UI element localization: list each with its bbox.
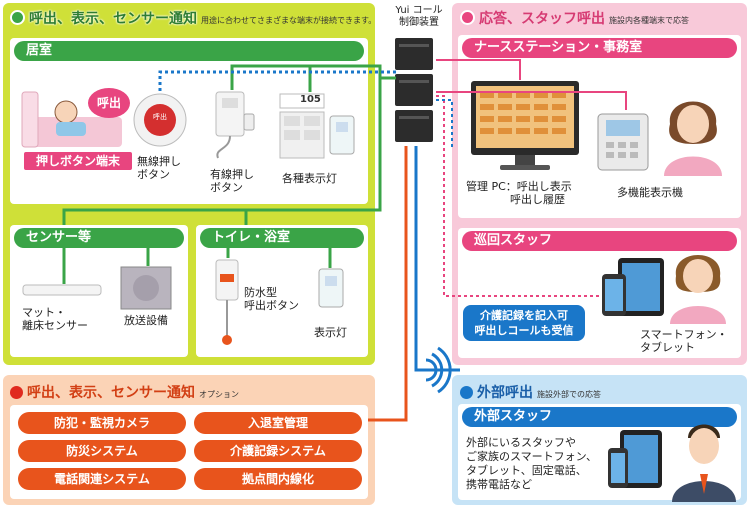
wireless-button-device: 呼出 bbox=[132, 92, 188, 148]
mat-sensor-device bbox=[22, 284, 102, 296]
toilet-lamp-device bbox=[318, 268, 344, 308]
call-bubble: 呼出 bbox=[88, 88, 130, 118]
mat-sensor-label: マット・ 離床センサー bbox=[22, 306, 88, 332]
nurse-staff-illustration bbox=[650, 84, 736, 176]
sensor-title-bar: センサー等 bbox=[14, 228, 184, 248]
multifunction-phone-label: 多機能表示機 bbox=[617, 186, 683, 199]
speaker-device bbox=[120, 266, 172, 310]
svg-text:呼出: 呼出 bbox=[153, 112, 167, 121]
room-number-label: 105 bbox=[300, 94, 321, 105]
option-item: 介護記録システム bbox=[194, 440, 362, 462]
option-item: 拠点間内線化 bbox=[194, 468, 362, 490]
wired-button-label: 有線押し ボタン bbox=[210, 168, 254, 194]
speaker-label: 放送設備 bbox=[124, 314, 168, 327]
multifunction-phone-device bbox=[596, 108, 650, 172]
nurse-title-bar: ナースステーション・事務室 bbox=[462, 38, 737, 58]
option-panel-title: 呼出、表示、センサー通知オプション bbox=[10, 382, 239, 402]
yui-controller-label: Yui コール 制御装置 bbox=[395, 5, 443, 28]
external-title-bar: 外部スタッフ bbox=[462, 407, 737, 427]
pink-dot-icon bbox=[460, 10, 475, 25]
display-lamp-label: 各種表示灯 bbox=[282, 172, 337, 185]
patrol-bubble: 介護記録を記入可 呼出しコールも受信 bbox=[463, 305, 585, 341]
left-panel-title: 呼出、表示、センサー通知用途に合わせてさまざまな端末が接続できます。 bbox=[10, 8, 376, 28]
right-panel-title: 応答、スタッフ呼出施設内各種端末で応答 bbox=[460, 8, 689, 28]
external-panel-title: 外部呼出施設外部での応答 bbox=[460, 382, 601, 402]
red-dot-icon bbox=[10, 386, 23, 399]
option-item: 防災システム bbox=[18, 440, 186, 462]
wired-button-device bbox=[208, 90, 256, 162]
wireless-button-label: 無線押し ボタン bbox=[137, 155, 181, 181]
external-devices bbox=[606, 428, 664, 492]
room-title-bar: 居室 bbox=[14, 41, 364, 61]
push-terminal-label: 押しボタン端末 bbox=[24, 152, 132, 170]
waterproof-button-label: 防水型 呼出ボタン bbox=[244, 286, 299, 312]
toilet-lamp-label: 表示灯 bbox=[314, 326, 347, 339]
smartphone-tablet-label: スマートフォン・ タブレット bbox=[640, 328, 728, 354]
management-pc-label: 管理 PC：呼出し表示 呼出し履歴 bbox=[466, 180, 572, 206]
toilet-title-bar: トイレ・浴室 bbox=[200, 228, 364, 248]
option-item: 電話関連システム bbox=[18, 468, 186, 490]
option-item: 防犯・監視カメラ bbox=[18, 412, 186, 434]
blue-dot-icon bbox=[460, 386, 473, 399]
patrol-staff-illustration bbox=[658, 240, 738, 324]
management-pc-device bbox=[470, 80, 580, 172]
waterproof-button-device bbox=[212, 258, 242, 348]
external-staff-illustration bbox=[664, 412, 744, 502]
option-item: 入退室管理 bbox=[194, 412, 362, 434]
green-dot-icon bbox=[10, 10, 25, 25]
yui-controller-device bbox=[393, 36, 435, 146]
external-desc: 外部にいるスタッフや ご家族のスマートフォン、 タブレット、固定電話、 携帯電話… bbox=[466, 436, 598, 491]
smartphone-tablet-device bbox=[600, 256, 666, 318]
